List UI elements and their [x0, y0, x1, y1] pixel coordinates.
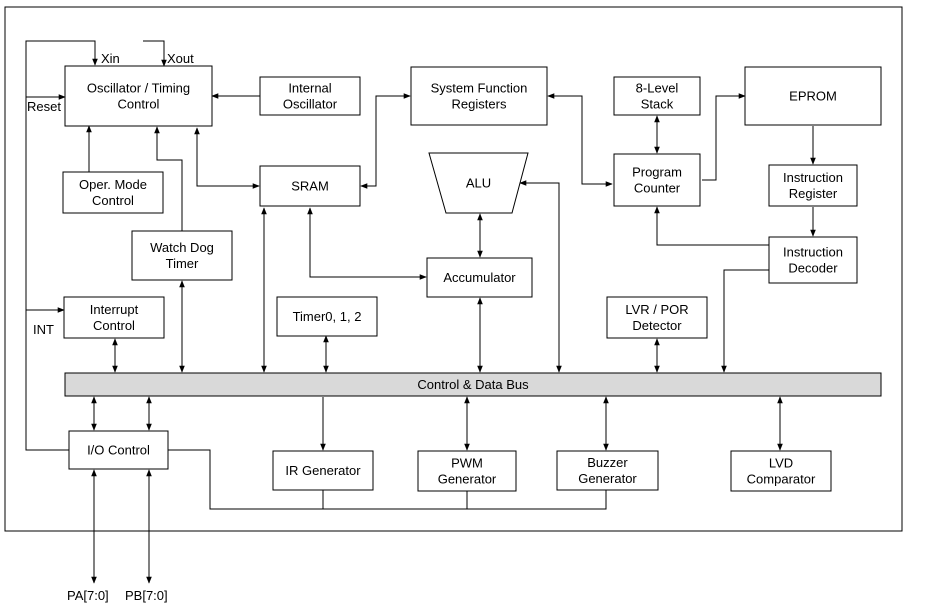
oper-mode-box	[62, 171, 164, 214]
interrupt-box	[63, 296, 165, 339]
outer-frame	[4, 6, 903, 532]
oper-mode-label-1: Control	[92, 193, 134, 208]
int-label: INT	[33, 322, 54, 337]
io-box	[68, 430, 169, 470]
stack-box	[613, 76, 701, 116]
timer-label-0: Timer0, 1, 2	[293, 309, 362, 324]
ireg-box	[768, 164, 858, 207]
internal-osc-label-0: Internal	[288, 81, 331, 96]
alu-bus-line	[519, 180, 562, 373]
blocks: Oscillator / TimingControlInternalOscill…	[62, 65, 882, 492]
pb-label: PB[7:0]	[125, 588, 168, 603]
sram-label-0: SRAM	[291, 179, 329, 194]
xout-label: Xout	[167, 51, 194, 66]
pa-label: PA[7:0]	[67, 588, 109, 603]
watchdog-label-1: Timer	[166, 256, 199, 271]
idecoder-box	[768, 236, 858, 284]
sram-acc-line	[307, 207, 427, 280]
pwm-label-0: PWM	[451, 456, 483, 471]
internal-osc-label-1: Oscillator	[283, 97, 338, 112]
io-peripheral-line	[168, 449, 607, 510]
pwm-label-1: Generator	[438, 472, 497, 487]
interrupt-label-1: Control	[93, 318, 135, 333]
oscillator-label-1: Control	[118, 97, 160, 112]
idec-bus-line	[721, 269, 769, 373]
eprom-box	[744, 66, 882, 126]
buzzer-label-1: Generator	[578, 471, 637, 486]
xin-label: Xin	[101, 51, 120, 66]
sysfunc-pc-line	[547, 93, 613, 187]
int-line	[25, 307, 65, 340]
pc-label-0: Program	[632, 165, 682, 180]
reset-label: Reset	[27, 99, 61, 114]
connections	[25, 40, 816, 584]
io-label-0: I/O Control	[87, 443, 150, 458]
ireg-label-1: Register	[789, 186, 838, 201]
ir-box	[272, 450, 374, 491]
lvr-label-0: LVR / POR	[625, 302, 688, 317]
idecoder-label-0: Instruction	[783, 245, 843, 260]
sysfunc-label-0: System Function	[431, 81, 528, 96]
osc-sram-line	[194, 127, 260, 189]
lvr-label-1: Detector	[632, 318, 682, 333]
idecoder-label-1: Decoder	[788, 261, 838, 276]
oscillator-box	[64, 65, 213, 127]
watchdog-label-0: Watch Dog	[150, 240, 214, 255]
bus-label-0: Control & Data Bus	[417, 377, 529, 392]
stack-label-0: 8-Level	[636, 81, 679, 96]
sysfunc-box	[410, 66, 548, 126]
lvd-label-1: Comparator	[747, 472, 816, 487]
alu-label-0: ALU	[466, 176, 491, 191]
accumulator-label-0: Accumulator	[443, 270, 516, 285]
reset-loop-line	[25, 40, 98, 451]
pc-eprom-line	[702, 93, 746, 181]
interrupt-label-0: Interrupt	[90, 302, 139, 317]
stack-label-1: Stack	[641, 97, 674, 112]
alu-shape	[428, 152, 529, 214]
sram-sysfunc-line	[360, 93, 411, 189]
watchdog-box	[131, 230, 233, 281]
lvd-label-0: LVD	[769, 456, 793, 471]
ireg-label-0: Instruction	[783, 170, 843, 185]
accumulator-box	[426, 257, 533, 298]
bus-box	[64, 372, 882, 397]
eprom-label-0: EPROM	[789, 89, 837, 104]
pc-box	[613, 153, 701, 207]
buzzer-label-0: Buzzer	[587, 455, 628, 470]
oscillator-label-0: Oscillator / Timing	[87, 81, 190, 96]
oper-mode-label-0: Oper. Mode	[79, 177, 147, 192]
buzzer-box	[556, 450, 659, 491]
watchdog-osc-line	[154, 126, 183, 231]
timer-box	[276, 296, 378, 337]
idec-pc-line	[654, 206, 769, 246]
lvd-box	[730, 450, 832, 492]
lvr-box	[606, 296, 708, 339]
pwm-box	[417, 450, 517, 492]
sram-box	[259, 165, 361, 207]
ir-label-0: IR Generator	[285, 463, 361, 478]
sysfunc-label-1: Registers	[452, 97, 507, 112]
internal-osc-box	[259, 76, 361, 116]
xout-line	[143, 40, 167, 67]
pc-label-1: Counter	[634, 181, 681, 196]
